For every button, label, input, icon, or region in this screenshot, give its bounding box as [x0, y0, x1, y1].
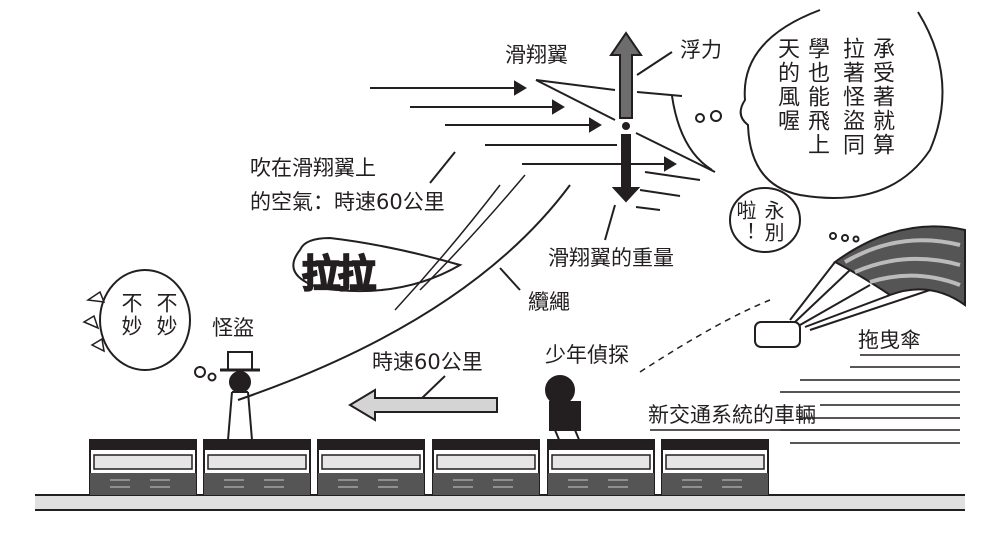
lift-arrow [609, 31, 643, 119]
thief-bubble-col-2: 不妙 [119, 292, 143, 338]
airflow-arrows [370, 80, 677, 172]
label-lift: 浮力 [680, 38, 722, 62]
glider-wing [535, 79, 716, 211]
train-car [317, 439, 425, 496]
speed-arrow [348, 388, 498, 422]
rope [237, 184, 571, 401]
farewell-col-1: 永別 [761, 200, 785, 244]
label-rope: 纜繩 [528, 290, 570, 314]
label-thief: 怪盜 [212, 316, 254, 340]
parachute [754, 225, 966, 348]
train-car [89, 439, 197, 496]
label-air-line1: 吹在滑翔翼上 [250, 156, 376, 180]
train-car [203, 439, 311, 496]
label-air-line2: 的空氣：時速60公里 [250, 190, 445, 214]
label-glider: 滑翔翼 [505, 43, 568, 67]
boy-figure [545, 375, 581, 443]
thought-col-3: 學也能飛上 [804, 37, 829, 157]
thief-bubble-col-1: 不妙 [154, 292, 178, 338]
thought-bubble-outline [739, 9, 944, 199]
label-vehicle: 新交通系統的車輛 [648, 403, 816, 427]
label-glider-weight: 滑翔翼的重量 [548, 246, 674, 270]
train-car [547, 439, 655, 496]
thought-col-1: 承受著就算 [869, 37, 894, 157]
thought-col-2: 拉著怪盜同 [839, 37, 864, 157]
label-speed: 時速60公里 [372, 350, 483, 374]
train [89, 439, 769, 496]
thief-figure [220, 351, 260, 441]
farewell-col-2: 啦！ [733, 200, 757, 244]
label-parachute: 拖曳傘 [858, 328, 921, 352]
train-car [661, 439, 769, 496]
sound-effect: 拉拉 [301, 251, 377, 297]
weight-arrow [611, 134, 641, 203]
label-boy-detective: 少年偵探 [545, 343, 629, 367]
train-car [432, 439, 540, 496]
thought-col-4: 天的風喔 [774, 37, 799, 133]
